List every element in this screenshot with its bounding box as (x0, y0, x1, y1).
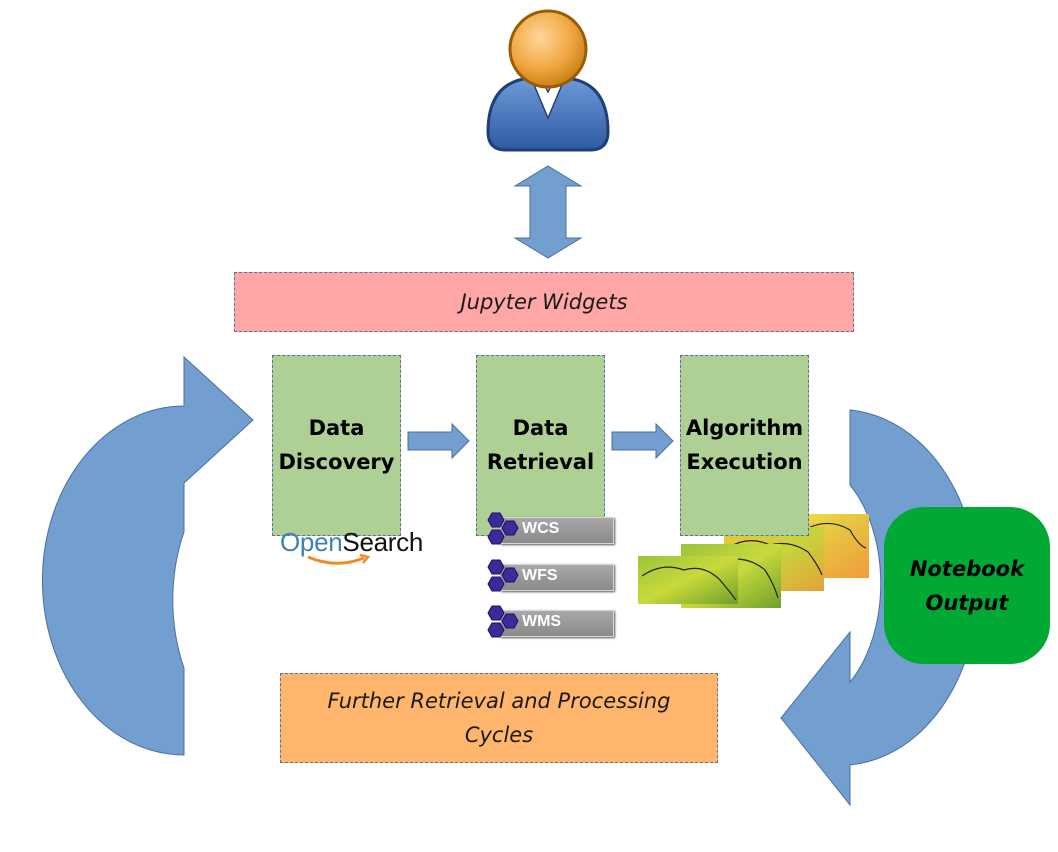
opensearch-search-text: Search (342, 527, 423, 557)
left-cycle-arrow-icon (41, 355, 254, 756)
opensearch-logo-icon: OpenSearch (280, 527, 423, 558)
algorithm-execution-label: Algorithm Execution (685, 416, 804, 474)
data-retrieval-box: Data Retrieval (476, 355, 605, 536)
notebook-output-label: Notebook Output (909, 556, 1025, 615)
wms-badge: WMS (482, 605, 616, 641)
data-retrieval-label: Data Retrieval (486, 416, 595, 474)
flow-arrow-retrieval-execution-icon (611, 422, 674, 460)
notebook-output-box: Notebook Output (884, 507, 1050, 664)
bidirectional-arrow-icon (513, 165, 583, 259)
jupyter-widgets-box: Jupyter Widgets (234, 272, 854, 332)
wcs-badge: WCS (482, 512, 616, 548)
further-cycles-label: Further Retrieval and Processing Cycles (327, 689, 671, 747)
ogc-hexagon-icon (487, 559, 519, 592)
jupyter-widgets-label: Jupyter Widgets (460, 290, 628, 314)
wms-label: WMS (522, 613, 562, 630)
wcs-label: WCS (522, 520, 560, 537)
ogc-hexagon-icon (487, 605, 519, 638)
wfs-badge: WFS (482, 559, 616, 595)
further-cycles-box: Further Retrieval and Processing Cycles (280, 673, 718, 763)
opensearch-open-text: Open (280, 527, 343, 557)
wfs-label: WFS (522, 567, 558, 584)
user-icon (486, 9, 610, 152)
flow-arrow-discovery-retrieval-icon (407, 422, 470, 460)
data-discovery-label: Data Discovery (278, 416, 395, 474)
algorithm-execution-box: Algorithm Execution (680, 355, 809, 536)
ogc-hexagon-icon (487, 512, 519, 545)
map-thumbnail-icon (638, 514, 869, 608)
data-discovery-box: Data Discovery (272, 355, 401, 536)
opensearch-smile-icon (307, 553, 370, 565)
